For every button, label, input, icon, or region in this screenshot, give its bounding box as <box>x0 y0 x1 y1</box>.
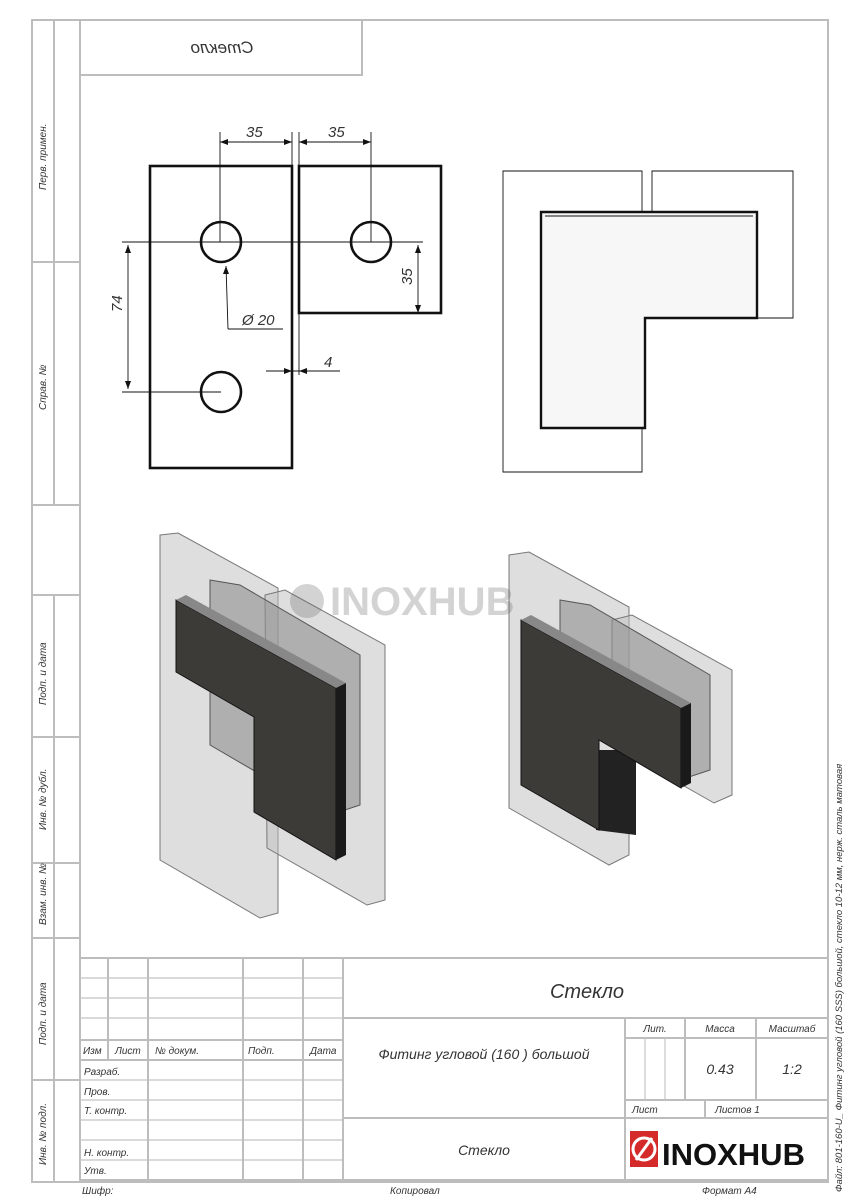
dim-label: 35 <box>246 124 263 141</box>
dim-label: 35 <box>328 124 345 141</box>
plan-view: 35 35 74 35 Ø 20 4 <box>109 124 443 470</box>
strip-label: Взам. инв. № <box>38 863 49 925</box>
title-block: Стекло Изм Лист № докум. Подп. Дата Разр… <box>80 957 828 1181</box>
role-label: Утв. <box>83 1166 107 1177</box>
left-strip: Перв. примен. Справ. № Подп. и дата Инв.… <box>32 20 80 1182</box>
logo-text: INOXHUB <box>662 1137 805 1172</box>
mirrored-label: Стекло <box>191 38 254 57</box>
col-header: № докум. <box>155 1046 199 1057</box>
watermark: INOXHUB <box>290 580 514 624</box>
file-info: Файл: 801-160-U_ Фитинг угловой (160 SSS… <box>834 764 845 1192</box>
strip-label: Подп. и дата <box>38 982 49 1045</box>
format-label: Формат А4 <box>702 1186 757 1197</box>
top-label-box <box>79 19 363 76</box>
front-view <box>502 170 794 473</box>
col-header: Дата <box>309 1046 337 1057</box>
inoxhub-logo: INOXHUB <box>630 1131 805 1172</box>
dim-label: 74 <box>109 295 126 312</box>
role-label: Н. контр. <box>84 1148 129 1159</box>
dim-label: 4 <box>324 354 332 371</box>
col-header: Изм <box>83 1046 102 1057</box>
dim-label: Ø 20 <box>241 312 275 329</box>
material-top: Стекло <box>550 981 624 1003</box>
strip-label: Подп. и дата <box>38 642 49 705</box>
strip-label: Перв. примен. <box>38 124 49 190</box>
copied-label: Копировал <box>390 1186 440 1197</box>
sheets-label: Листов 1 <box>714 1105 760 1116</box>
lit-label: Лит. <box>642 1024 666 1035</box>
role-label: Разраб. <box>84 1066 120 1078</box>
material-bottom: Стекло <box>458 1142 510 1158</box>
cipher-label: Шифр: <box>82 1185 114 1197</box>
watermark-text: INOXHUB <box>330 580 514 624</box>
isometric-view-left <box>159 532 386 919</box>
sheet-label: Лист <box>631 1105 658 1116</box>
col-header: Подп. <box>248 1046 275 1057</box>
scale-label: Масштаб <box>769 1023 816 1035</box>
strip-label: Инв. № дубл. <box>37 769 49 831</box>
dim-label: 35 <box>399 268 416 285</box>
mass-value: 0.43 <box>706 1061 733 1077</box>
strip-label: Инв. № подл. <box>38 1103 49 1165</box>
part-name: Фитинг угловой (160 ) большой <box>378 1046 589 1062</box>
col-header: Лист <box>114 1046 141 1057</box>
role-label: Пров. <box>84 1087 110 1098</box>
mass-label: Масса <box>705 1024 735 1035</box>
sheet-frame <box>31 19 829 1183</box>
isometric-view-right <box>508 551 733 866</box>
scale-value: 1:2 <box>782 1061 802 1077</box>
strip-label: Справ. № <box>38 364 49 410</box>
role-label: Т. контр. <box>84 1106 127 1117</box>
